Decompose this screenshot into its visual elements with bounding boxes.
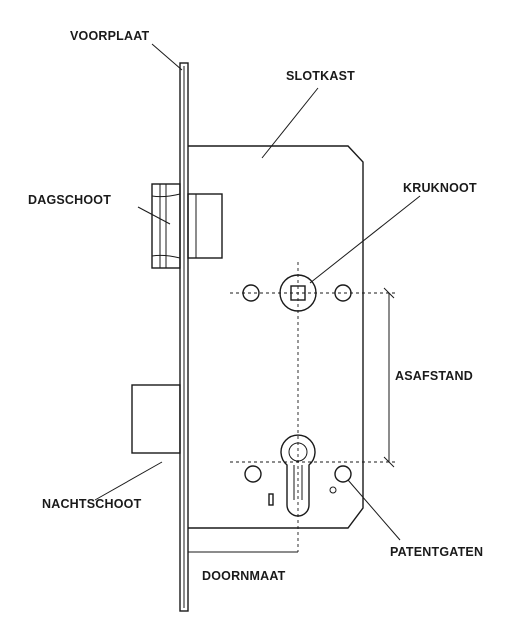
leader-slotkast [261, 87, 319, 159]
latch-bolt [151, 183, 223, 269]
label-dagschoot: DAGSCHOOT [28, 193, 111, 207]
label-patentgaten: PATENTGATEN [390, 545, 483, 559]
leader-nachtschoot [94, 461, 163, 501]
label-voorplaat: VOORPLAAT [70, 29, 150, 43]
label-kruknoot: KRUKNOOT [403, 181, 477, 195]
asafstand-dimension [383, 287, 395, 468]
label-doornmaat: DOORNMAAT [202, 569, 286, 583]
dead-bolt [131, 384, 181, 454]
leader-voorplaat [151, 43, 183, 71]
label-slotkast: SLOTKAST [286, 69, 355, 83]
front-plate [179, 62, 189, 612]
leader-kruknoot [309, 195, 421, 284]
leader-dagschoot [137, 206, 171, 225]
doornmaat-dimension [183, 528, 298, 560]
lock-case [188, 145, 364, 529]
label-nachtschoot: NACHTSCHOOT [42, 497, 142, 511]
leader-patentgaten [347, 479, 401, 541]
label-asafstand: ASAFSTAND [395, 369, 473, 383]
